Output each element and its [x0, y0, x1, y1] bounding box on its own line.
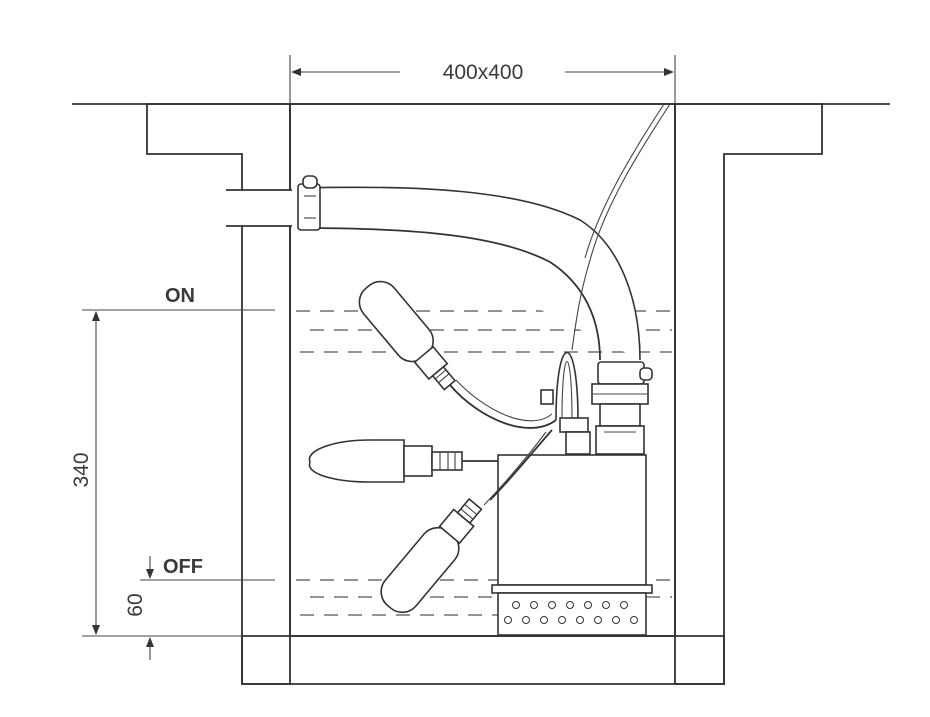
on-level-marker: ON	[82, 285, 275, 311]
offset-dimension-label: 60	[124, 593, 147, 616]
submersible-pump	[491, 352, 653, 636]
width-dimension-label: 400x400	[443, 61, 524, 84]
power-cable	[571, 103, 671, 351]
float-switch-upper	[358, 280, 557, 429]
off-level-marker: OFF	[140, 556, 275, 581]
wall-pipe-opening	[226, 190, 292, 226]
float-switch-middle	[308, 439, 498, 483]
float-switch-lower	[380, 429, 553, 614]
on-level-label: ON	[165, 285, 195, 307]
offset-dimension: 60	[124, 556, 154, 660]
discharge-hose	[297, 175, 641, 361]
width-dimension: 400x400	[289, 55, 676, 104]
height-dimension-label: 340	[70, 452, 93, 487]
pump-intake-holes	[504, 601, 638, 624]
off-level-label: OFF	[163, 556, 203, 578]
height-dimension: 340	[70, 311, 100, 635]
pump-outlet-coupling	[591, 361, 653, 455]
